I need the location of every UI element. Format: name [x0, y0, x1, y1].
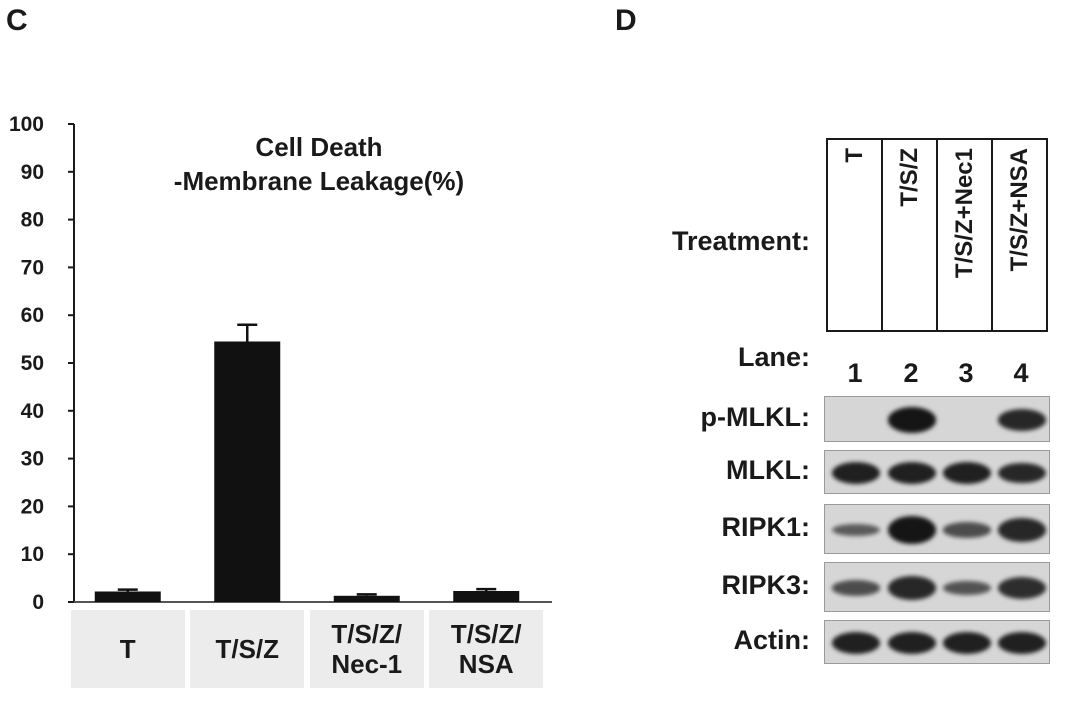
blot-band [943, 632, 991, 654]
treatment-text: T/S/Z+NSA [1005, 148, 1033, 272]
y-tick-label: 50 [21, 352, 44, 375]
blot-band [832, 580, 880, 596]
treatment-cell: T [828, 140, 883, 330]
lane-number: 2 [903, 358, 919, 388]
blot-band [998, 518, 1046, 542]
blot-strip [824, 562, 1050, 612]
blot-band [998, 409, 1046, 431]
blot-band [943, 462, 991, 484]
y-tick-label: 0 [32, 591, 44, 614]
lane-number: 4 [1013, 358, 1029, 388]
blot-strip [824, 620, 1050, 664]
blot-band [832, 523, 880, 537]
y-tick-label: 80 [21, 209, 44, 232]
blot-band [888, 462, 936, 484]
panel-letter-d: D [615, 4, 637, 37]
y-tick-label: 70 [21, 256, 44, 279]
blot-row-label: RIPK1: [721, 512, 810, 542]
y-tick-label: 30 [21, 448, 44, 471]
y-tick-label: 90 [21, 161, 44, 184]
blot-band [888, 632, 936, 654]
blot-band [832, 462, 880, 484]
treatment-text: T/S/Z [895, 148, 923, 207]
bar [94, 591, 161, 602]
x-tick-label: T/S/Z [190, 610, 305, 688]
blot-band [943, 522, 991, 538]
treatment-header: T T/S/Z T/S/Z+Nec1 T/S/Z+NSA [826, 138, 1048, 332]
blot-band [832, 632, 880, 654]
lane-label: Lane: [737, 342, 810, 372]
treatment-cell: T/S/Z [883, 140, 938, 330]
treatment-label: Treatment: [671, 226, 810, 256]
y-tick-label: 40 [21, 400, 44, 423]
blot-strip [824, 504, 1050, 554]
chart-title: -Membrane Leakage(%) [174, 166, 464, 196]
y-tick-label: 20 [21, 495, 44, 518]
bar [333, 595, 400, 602]
blot-band [888, 516, 936, 544]
x-tick-label: T/S/Z/ Nec-1 [309, 610, 424, 688]
chart-title: Cell Death [255, 132, 382, 162]
blot-row-label: Actin: [733, 625, 811, 655]
x-tick-label: T/S/Z/ NSA [429, 610, 544, 688]
treatment-text: T [840, 148, 868, 163]
y-tick-label: 100 [9, 113, 44, 136]
lane-number: 1 [847, 358, 863, 388]
treatment-cell: T/S/Z+NSA [993, 140, 1046, 330]
treatment-text: T/S/Z+Nec1 [950, 148, 978, 279]
x-tick-label: T [70, 610, 185, 688]
blot-band [998, 577, 1046, 599]
y-tick-label: 60 [21, 304, 44, 327]
blot-band [943, 581, 991, 595]
lane-number: 3 [958, 358, 974, 388]
blot-band [888, 576, 936, 600]
blot-row-label: p-MLKL: [700, 402, 810, 432]
bar [214, 341, 281, 602]
blot-band [998, 632, 1046, 654]
blot-row-label: MLKL: [726, 455, 810, 485]
blot-strip [824, 396, 1050, 442]
blot-strip [824, 450, 1050, 494]
treatment-cell: T/S/Z+Nec1 [938, 140, 993, 330]
blot-band [998, 462, 1046, 484]
y-tick-label: 10 [21, 543, 44, 566]
bar [453, 591, 520, 602]
blot-band [888, 407, 936, 433]
blot-row-label: RIPK3: [721, 570, 810, 600]
panel-letter-c: C [6, 4, 28, 37]
